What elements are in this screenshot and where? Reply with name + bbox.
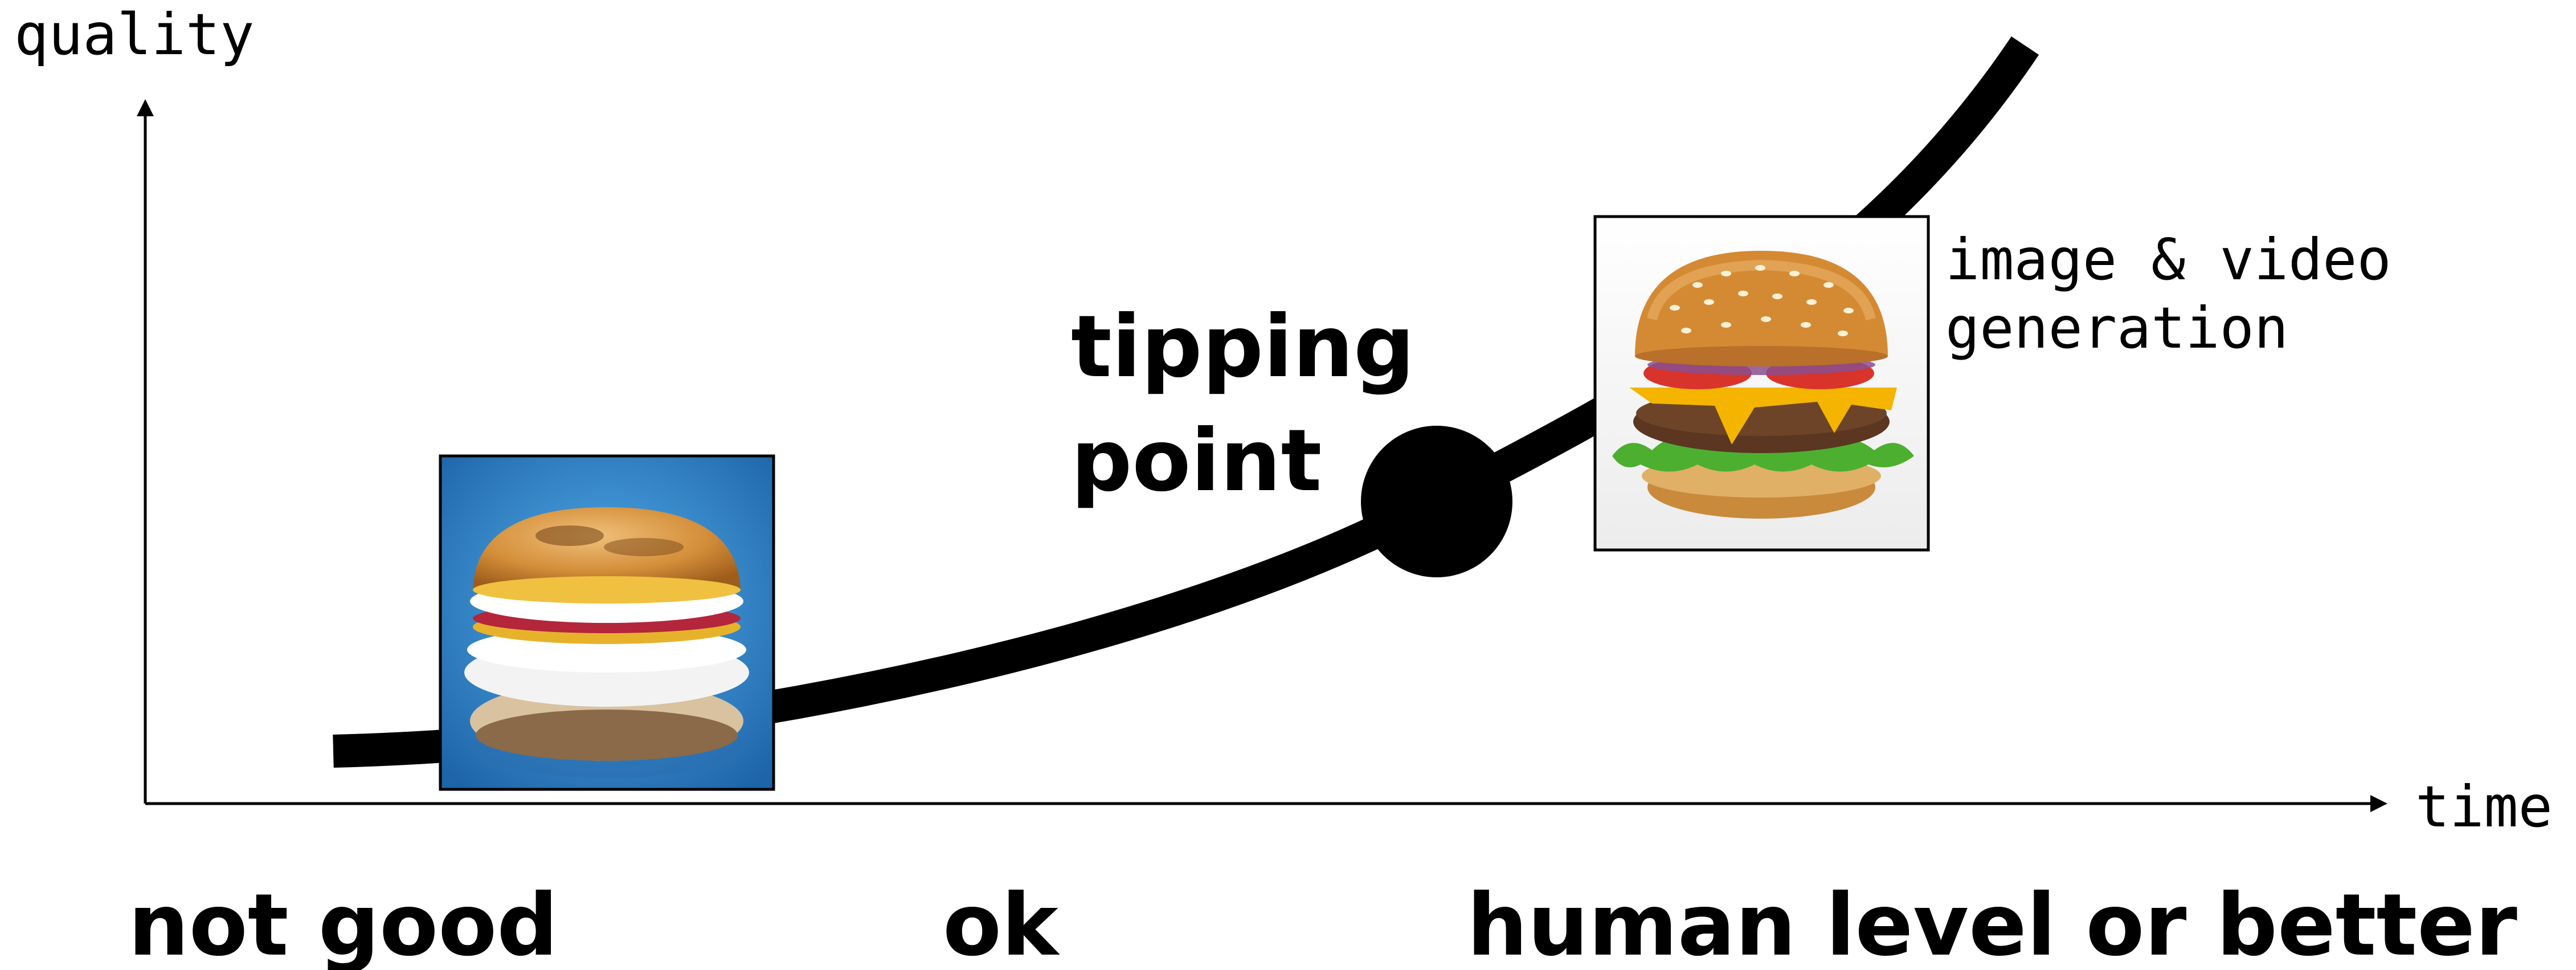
- stage-label-ok: ok: [943, 876, 1060, 970]
- x-axis-label: time: [2415, 773, 2553, 840]
- generation-label-line1: image & video: [1945, 226, 2391, 293]
- stage-label-not-good: not good: [128, 876, 558, 970]
- tipping-point-label-line2: point: [1071, 411, 1322, 511]
- realistic-burger-image: [1593, 215, 1930, 552]
- generation-label-line2: generation: [1945, 295, 2288, 361]
- blurry-burger-image: [439, 454, 775, 791]
- tipping-point-marker: [1361, 426, 1512, 577]
- y-axis-label: quality: [14, 1, 254, 68]
- tipping-point-label-line1: tipping: [1071, 297, 1414, 397]
- stage-label-human-level: human level or better: [1467, 876, 2517, 970]
